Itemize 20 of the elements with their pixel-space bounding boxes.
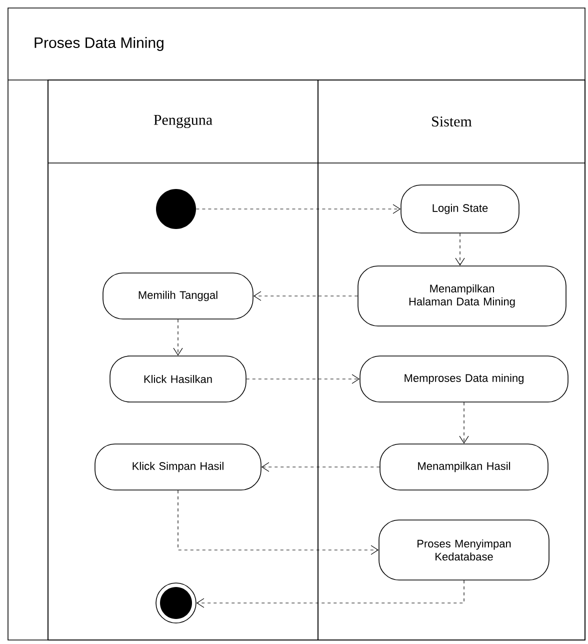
arrow: [173, 319, 183, 356]
action-box: Klick Simpan Hasil: [94, 444, 262, 490]
arrow: [253, 291, 358, 301]
arrow: [261, 462, 380, 472]
arrow: [196, 204, 401, 214]
arrow: [178, 490, 379, 555]
action-box: Memilih Tanggal: [102, 272, 254, 320]
start-node: [156, 189, 196, 229]
diagram-title: Proses Data Mining: [34, 37, 164, 51]
action-box: Klick Hasilkan: [110, 356, 246, 402]
action-box: Memproses Data mining: [360, 356, 568, 402]
arrow: [459, 402, 469, 444]
arrow: [246, 374, 360, 384]
action-box: Proses Menyimpan Kedatabase: [378, 520, 550, 580]
action-box: Login State: [400, 184, 520, 234]
arrow: [196, 580, 464, 608]
action-box: Menampilkan Halaman Data Mining: [358, 266, 566, 326]
action-box: Menampilkan Hasil: [380, 444, 548, 490]
arrow: [455, 233, 465, 266]
end-node: [156, 582, 196, 624]
